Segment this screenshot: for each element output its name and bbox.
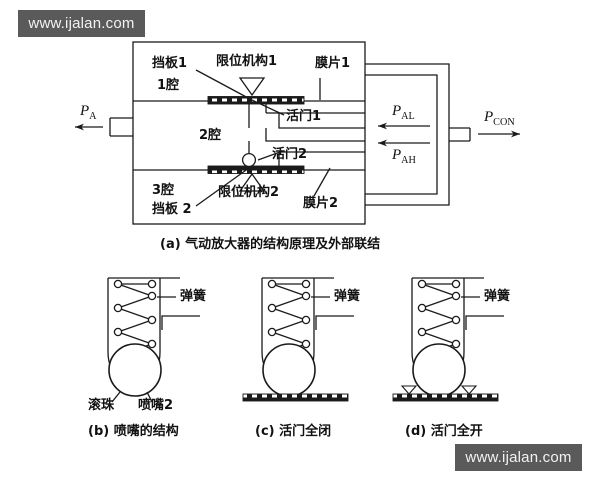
label-spring-b: 弹簧 — [180, 289, 207, 304]
label-pressure-pal: PAL — [392, 103, 415, 122]
label-chamber-2: 2腔 — [199, 128, 222, 143]
valve-seat-c — [242, 393, 349, 402]
label-limit-mechanism-1: 限位机构1 — [216, 54, 278, 69]
caption-subfigure-a: (a) 气动放大器的结构原理及外部联结 — [160, 237, 381, 252]
label-valve-2: 活门2 — [272, 147, 308, 162]
leader-diaphragm2 — [313, 167, 331, 197]
limit-triangle-2 — [238, 172, 266, 192]
label-nozzle-b: 喷嘴2 — [138, 398, 174, 413]
subfigure-b-drawing — [107, 277, 200, 403]
ball-c — [262, 343, 316, 397]
open-gap-triangle-right — [460, 385, 478, 395]
label-diaphragm-1: 膜片1 — [315, 56, 351, 71]
label-baffle-2: 挡板 2 — [152, 202, 192, 217]
outer-pipe-loop — [365, 63, 450, 206]
label-ball-b: 滚珠 — [88, 398, 115, 413]
leader-baffle2 — [195, 167, 250, 207]
label-diaphragm-2: 膜片2 — [303, 196, 339, 211]
leader-baffle1 — [195, 69, 251, 100]
leader-valve1 — [251, 99, 285, 116]
open-gap-triangle-left — [400, 385, 418, 395]
ball-b — [108, 343, 162, 397]
label-chamber-1: 1腔 — [157, 78, 180, 93]
label-spring-d: 弹簧 — [484, 289, 511, 304]
caption-subfigure-d: (d) 活门全开 — [405, 424, 483, 439]
label-baffle-1: 挡板1 — [152, 56, 188, 71]
caption-subfigure-c: (c) 活门全闭 — [255, 424, 332, 439]
ball-d — [412, 343, 466, 397]
label-pressure-pah: PAH — [392, 147, 416, 166]
valve-seat-d — [392, 393, 499, 402]
subfigure-d-drawing — [392, 277, 504, 402]
leader-valve2 — [257, 151, 281, 161]
limit-triangle-1 — [238, 77, 266, 97]
inner-pipe-loop — [365, 74, 438, 195]
label-valve-1: 活门1 — [286, 109, 322, 124]
valve-seat-1 — [207, 96, 305, 105]
label-spring-c: 弹簧 — [334, 289, 361, 304]
watermark-top-left: www.ijalan.com — [18, 10, 145, 37]
label-pressure-pa: PA — [80, 103, 97, 122]
label-limit-mechanism-2: 限位机构2 — [218, 185, 280, 200]
subfigure-c-drawing — [242, 277, 354, 402]
watermark-bottom-right: www.ijalan.com — [455, 444, 582, 471]
label-chamber-3: 3腔 — [152, 183, 175, 198]
label-pressure-pcon: PCON — [484, 109, 515, 128]
valve-seat-2 — [207, 165, 305, 174]
caption-subfigure-b: (b) 喷嘴的结构 — [88, 424, 179, 439]
valve-ball-2 — [241, 152, 257, 168]
amplifier-body — [132, 41, 366, 225]
